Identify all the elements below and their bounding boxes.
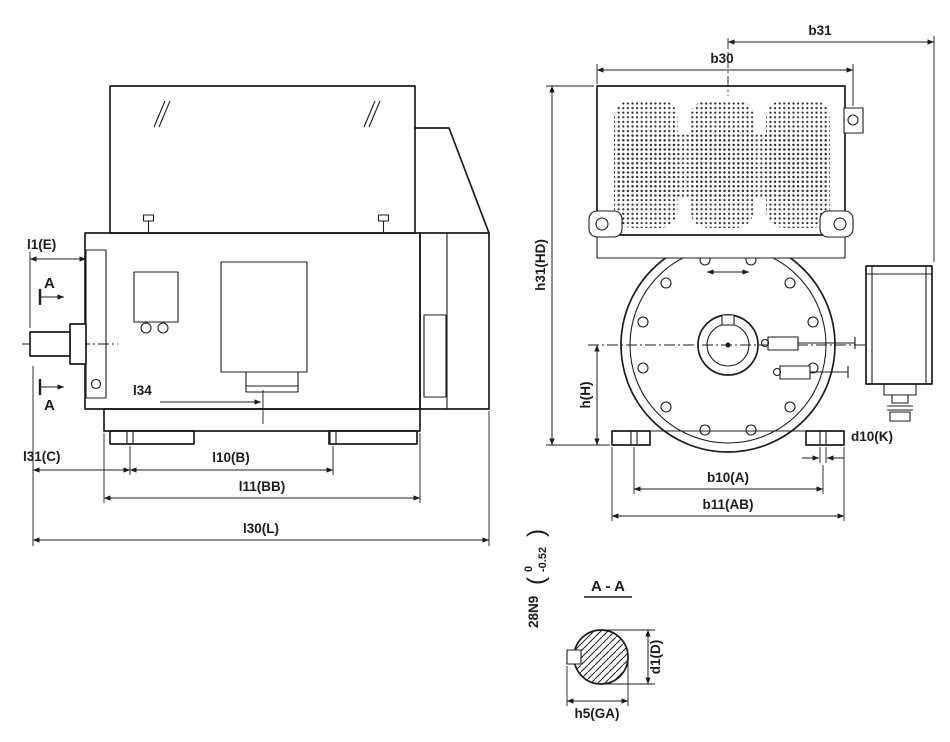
dim-label-h31HD: h31(HD): [533, 239, 548, 291]
base-frame: [103, 408, 421, 432]
dim-label-b11AB: b11(AB): [702, 497, 753, 512]
drain-hole: [90, 378, 102, 390]
tolerance-lower: -0.52: [537, 547, 549, 572]
drain-plug: [889, 411, 911, 422]
keyway-spec: 28N9 ( 0 -0.52 ): [523, 529, 550, 628]
shaft-collar: [69, 323, 87, 365]
aux-box: [133, 271, 179, 323]
section-cut-marker-bottom: A: [38, 379, 65, 414]
section-title: A - A: [591, 578, 625, 595]
lifting-lug-right: [819, 210, 854, 238]
cable-gland-slant: [414, 127, 491, 235]
foot-right-front: [805, 430, 845, 446]
vent-slots: [153, 100, 381, 128]
dim-label-l30L: l30(L): [243, 521, 279, 536]
dim-label-b30: b30: [710, 51, 733, 66]
center-mark: [725, 342, 731, 348]
foot-holes-front: [630, 431, 827, 445]
bearing-end-plate: [85, 249, 107, 399]
end-block: [419, 232, 490, 410]
dim-label-h5GA: h5(GA): [575, 706, 620, 721]
rating-plate: [245, 371, 299, 393]
keyway-slot: [566, 649, 582, 665]
grease-fittings: [760, 336, 856, 380]
dim-label-d1D: d1(D): [648, 640, 663, 675]
dim-label-b10A: b10(A): [707, 470, 749, 485]
terminal-box-front: [865, 265, 933, 422]
air-cooler-housing: [596, 85, 846, 236]
end-block-detail: [423, 314, 447, 398]
section-letter-bottom: A: [44, 397, 55, 414]
foot-left: [109, 430, 195, 445]
dim-label-d10K: d10(K): [851, 429, 893, 444]
side-view: l1(E) A A l34 l31(C) l10(B) l11(BB): [22, 85, 491, 546]
lug-top-right: [843, 107, 864, 134]
shaft-cross-section: [573, 629, 629, 685]
dim-label-l31C: l31(C): [23, 449, 61, 464]
section-letter-top: A: [44, 275, 55, 292]
dim-label-l10B: l10(B): [212, 450, 250, 465]
section-cut-marker-top: A: [38, 275, 65, 305]
dim-label-l11BB: l11(BB): [239, 479, 286, 494]
main-terminal-plate: [220, 261, 308, 373]
dim-label-hH: h(H): [578, 382, 593, 409]
keyway-notch-front: [721, 314, 735, 326]
foot-right: [328, 430, 418, 445]
front-view: b31 b30 h31(HD) h(H) d10(K) b10(A) b11(A…: [533, 23, 935, 521]
eyebolts: [142, 214, 390, 233]
lifting-lug-left: [588, 210, 623, 238]
section-view: A - A 28N9 ( 0 -0.52 ) d1(D) h5(GA): [523, 529, 663, 721]
tolerance-upper: 0: [523, 566, 535, 572]
dim-label-l1E: l1(E): [27, 237, 56, 252]
cooler-grille-dots: [614, 100, 830, 228]
frame-band: [596, 234, 846, 259]
dim-label-l34: l34: [133, 383, 152, 398]
tolerance-paren-open: (: [523, 577, 550, 585]
shaft: [29, 331, 71, 357]
terminal-box-side: [109, 85, 416, 234]
foot-holes-side: [126, 431, 337, 444]
keyway-width-label: 28N9: [526, 596, 541, 628]
tolerance-paren-close: ): [523, 529, 550, 537]
dim-label-b31: b31: [808, 23, 832, 38]
